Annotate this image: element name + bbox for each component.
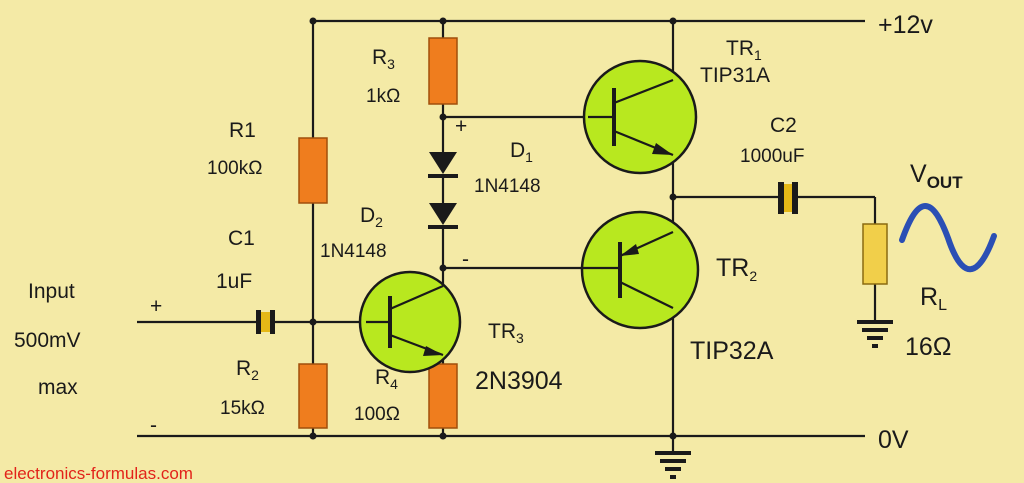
input-label-line1: Input [28,280,75,303]
r4-value: 100Ω [354,404,400,425]
transistor-tr3 [358,270,462,374]
positive-rail-label: +12v [878,11,933,39]
input-label-line3: max [38,376,78,399]
bias-minus-mark: - [462,248,469,271]
r3-value: 1kΩ [366,86,400,107]
capacitor-c1 [256,310,275,334]
diode-d1 [428,152,458,187]
wiring [137,19,877,452]
transistor-tr1 [582,59,698,175]
junction-dots [309,17,677,440]
resistor-r2 [298,363,328,429]
c1-value: 1uF [216,270,252,293]
tr2-name: TR2 [716,254,757,284]
c1-name: C1 [228,227,255,250]
vout-label: VOUT [910,160,963,192]
tr1-part: TIP31A [700,64,770,87]
tr1-name: TR1 [726,37,762,63]
r2-value: 15kΩ [220,398,265,419]
transistor-tr2 [580,210,700,330]
r3-name: R3 [372,46,395,72]
diode-d2 [428,203,458,236]
ground-symbol-load [857,320,893,348]
c2-value: 1000uF [740,146,804,167]
r4-name: R4 [375,366,398,392]
input-minus-mark: - [150,414,157,437]
credit-link[interactable]: electronics-formulas.com [4,464,193,483]
tr3-part: 2N3904 [475,367,563,395]
d1-name: D1 [510,139,533,165]
c2-name: C2 [770,114,797,137]
ground-rail-label: 0V [878,426,909,454]
r1-name: R1 [229,119,256,142]
r2-name: R2 [236,357,259,383]
tr3-name: TR3 [488,320,524,346]
resistor-rl [862,223,888,285]
sine-wave-icon [899,203,997,273]
resistor-r3 [428,37,458,105]
bias-plus-mark: + [455,115,467,138]
rl-name: RL [920,283,947,314]
resistor-r1 [298,137,328,204]
d2-name: D2 [360,204,383,230]
ground-symbol-rail [655,451,691,479]
resistor-r4 [428,363,458,429]
tr2-part: TIP32A [690,337,774,365]
input-label-line2: 500mV [14,329,81,352]
d2-part: 1N4148 [320,241,387,262]
input-plus-mark: + [150,295,162,318]
rl-value: 16Ω [905,333,952,361]
capacitor-c2 [778,182,798,214]
d1-part: 1N4148 [474,176,541,197]
r1-value: 100kΩ [207,158,262,179]
